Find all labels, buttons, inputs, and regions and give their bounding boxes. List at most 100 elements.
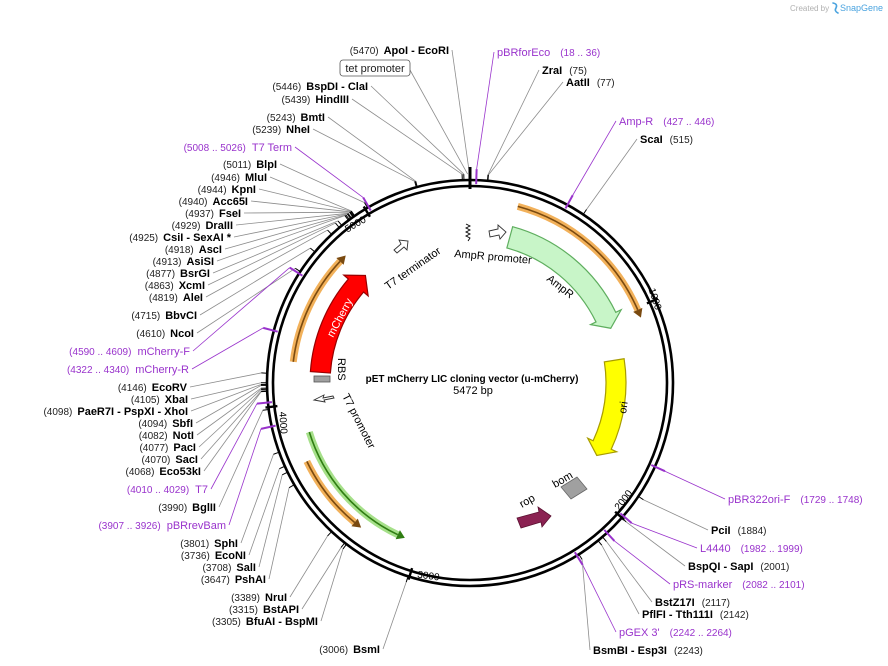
site-sali-name: SalI	[236, 562, 256, 574]
site-pcii-name: PciI	[711, 525, 731, 537]
primer-pbrrevbam-label: (3907 .. 3926)pBRrevBam	[98, 520, 226, 532]
site-nrui-name: NruI	[265, 592, 287, 604]
site-bbvci-tick	[310, 247, 316, 253]
rbs-box	[313, 375, 331, 383]
site-bspdi-clai-leader	[370, 85, 465, 175]
ampr-promoter-arrow	[488, 224, 507, 240]
site-kpni-leader	[258, 188, 352, 212]
site-aatii-leader	[488, 81, 564, 176]
primer-mcherry-f-label: (4590 .. 4609)mCherry-F	[69, 346, 190, 358]
ruler-tick-3000	[407, 567, 414, 580]
site-bsrgi-leader	[212, 220, 339, 274]
primer-pbr322ori-f-position: (1729 .. 1748)	[800, 495, 862, 506]
site-saci-position: (4070)	[141, 455, 170, 466]
site-draiii-tick	[347, 213, 352, 219]
site-bsrgi-label: (4877)BsrGI	[146, 268, 210, 280]
site-xbai-name: XbaI	[165, 394, 188, 406]
site-pflfi-tth111i-position: (2142)	[720, 610, 749, 621]
site-zrai-position: (75)	[569, 66, 587, 77]
site-mlui-name: MluI	[245, 172, 267, 184]
ruler-tick-4000	[265, 404, 278, 409]
snapgene-logo-icon	[832, 2, 839, 14]
site-fsei-position: (4937)	[185, 209, 214, 220]
site-noti-label: (4082)NotI	[139, 430, 194, 442]
primer-mcherry-f-tick	[289, 266, 303, 277]
site-pflfi-tth111i-name: PflFI - Tth111I	[642, 609, 713, 621]
site-nhei-name: NheI	[286, 124, 310, 136]
site-bbvci-leader	[199, 247, 311, 316]
site-xcmi-name: XcmI	[179, 280, 205, 292]
rop-arrow	[516, 506, 552, 529]
rbs-label: RBS	[335, 358, 347, 381]
primer-t7-term-name: T7 Term	[252, 142, 292, 154]
site-noti-position: (4082)	[139, 431, 168, 442]
site-ncoi-tick	[295, 267, 301, 272]
site-alei-position: (4819)	[149, 293, 178, 304]
site-nhei-leader	[312, 128, 415, 182]
site-draiii-leader	[235, 212, 349, 226]
site-bsrgi-position: (4877)	[146, 269, 175, 280]
primer-pbr322ori-f-label: pBR322ori-F(1729 .. 1748)	[728, 494, 863, 506]
site-sbfi-leader	[195, 385, 262, 424]
primer-l4440-leader	[631, 522, 698, 549]
site-bmti-name: BmtI	[301, 112, 325, 124]
site-blpi-name: BlpI	[256, 159, 277, 171]
ori-label: ori	[617, 401, 631, 415]
green-feature-arc-core	[308, 431, 399, 536]
primer-pgex-3-position: (2242 .. 2264)	[670, 628, 732, 639]
mcherry-arrow	[309, 274, 369, 374]
site-draiii-label: (4929) DraIII	[172, 220, 233, 232]
site-bsmi-name: BsmI	[353, 644, 380, 656]
green-feature-arc-head	[395, 530, 405, 540]
site-pflfi-tth111i-leader	[601, 545, 640, 615]
site-pshai-leader	[268, 487, 290, 580]
primer-mcherry-r-name: mCherry-R	[135, 364, 189, 376]
primer-pbrforeco-position: (18 .. 36)	[560, 48, 600, 59]
site-csii-sexai-leader	[233, 213, 348, 238]
site-bsmbi-esp3i-tick	[578, 554, 583, 560]
primer-t7-term-label: (5008 .. 5026)T7 Term	[184, 142, 292, 154]
site-bspqi-sapi-tick	[621, 517, 627, 523]
site-csii-sexai-name: CsiI - SexAI *	[163, 232, 232, 244]
leader-lines	[189, 49, 726, 651]
site-pcii-tick	[638, 495, 644, 501]
site-saci-name: SacI	[175, 454, 198, 466]
site-pcii-leader	[643, 499, 709, 531]
site-sphi-leader	[240, 454, 274, 544]
site-xbai-position: (4105)	[131, 395, 160, 406]
site-scai-tick	[582, 209, 587, 215]
site-pcii-label: PciI(1884)	[711, 525, 766, 537]
site-draiii-position: (4929)	[172, 221, 201, 232]
primer-amp-r-name: Amp-R	[619, 116, 653, 128]
ruler-label-2000: 2000	[613, 488, 636, 513]
site-csii-sexai-tick	[346, 213, 352, 220]
site-ecorv-leader	[189, 372, 262, 388]
primer-pbrrevbam-leader	[228, 428, 262, 526]
primer-prs-marker-tick	[603, 529, 616, 542]
site-econi-position: (3736)	[181, 551, 210, 562]
site-fsei-label: (4937)FseI	[185, 208, 241, 220]
ruler-label-3000: 3000	[417, 570, 441, 584]
site-bsmbi-esp3i-leader	[581, 559, 591, 651]
ruler-tick-1000	[646, 297, 659, 305]
site-aatii-name: AatII	[566, 77, 590, 89]
site-draiii-name: DraIII	[205, 220, 233, 232]
primer-l4440-tick	[619, 512, 633, 524]
site-apoi-ecori-name: ApoI - EcoRI	[384, 45, 449, 57]
site-xcmi-tick	[335, 222, 340, 228]
site-hindiii-name: HindIII	[315, 94, 349, 106]
site-bmti-label: (5243)BmtI	[267, 112, 325, 124]
site-pshai-tick	[288, 484, 295, 489]
primer-t7-term-tick	[362, 197, 372, 212]
primer-amp-r-position: (427 .. 446)	[663, 117, 714, 128]
primer-l4440-label: L4440(1982 .. 1999)	[700, 543, 803, 555]
site-asisi-name: AsiSI	[186, 256, 214, 268]
site-bmti-leader	[327, 116, 416, 182]
site-asisi-label: (4913)AsiSI	[153, 256, 214, 268]
site-asci-position: (4918)	[165, 245, 194, 256]
site-sphi-label: (3801)SphI	[180, 538, 238, 550]
primer-amp-r-tick	[564, 194, 574, 209]
primer-mcherry-r-position: (4322 .. 4340)	[67, 365, 129, 376]
site-bbvci-label: (4715)BbvCI	[131, 310, 197, 322]
primer-pbrforeco-name: pBRforEco	[497, 47, 550, 59]
